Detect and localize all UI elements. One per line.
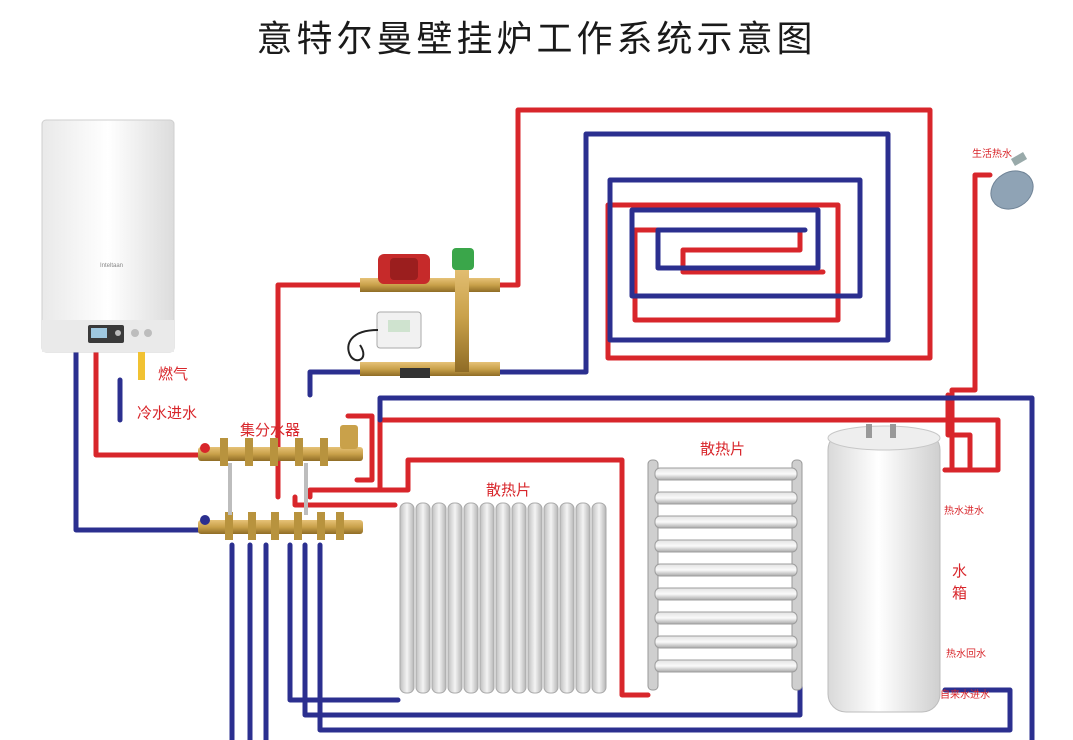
tank-label-1: 水 (952, 562, 968, 580)
hot-water-tank (827, 424, 941, 713)
hot-water-return-label: 热水回水 (946, 649, 986, 660)
diagram-title: 意特尔曼壁挂炉工作系统示意图 (256, 19, 817, 60)
supply-pipe-tank (327, 417, 1001, 493)
air-vent (340, 425, 358, 449)
manifold-valve-blue (200, 515, 210, 525)
hot-water-inlet-label: 热水进水 (944, 506, 984, 517)
return-pipe-floor-loop (307, 131, 891, 398)
radiator-2-label: 散热片 (700, 440, 746, 458)
boiler-knob (131, 329, 139, 337)
gas-pipe (138, 352, 145, 380)
boiler-brand: Inteltaan (100, 263, 123, 269)
return-pipe-boiler (73, 349, 208, 533)
supply-pipe-radiator-2 (307, 457, 651, 698)
supply-pipe-loop-return (345, 413, 375, 483)
manifold-lower (198, 463, 363, 540)
thermostatic-valve (452, 248, 474, 270)
manifold-valve-red (200, 443, 210, 453)
column-radiator (399, 502, 607, 694)
supply-pipe-shower (949, 172, 993, 473)
return-pipes (73, 131, 1035, 740)
towel-radiator (647, 459, 803, 691)
return-pipe-top (377, 395, 1035, 740)
tap-water-inlet-label: 自来水进水 (940, 690, 990, 701)
radiator-1-label: 散热片 (486, 481, 532, 499)
domestic-hot-water-label: 生活热水 (972, 149, 1012, 160)
supply-pipe-boiler (93, 349, 208, 458)
return-pipe-radiator-1 (287, 542, 401, 703)
return-pipe-tank (317, 542, 1013, 733)
cold-inlet-label: 冷水进水 (137, 404, 198, 422)
manifold-upper (198, 425, 363, 466)
shower-head (990, 152, 1034, 210)
mixing-pump-unit (347, 248, 500, 378)
tank-label-2: 箱 (952, 584, 968, 602)
supply-pipe-floor-feed (275, 282, 363, 500)
supply-pipes (93, 107, 1001, 698)
return-pipe-radiator-2 (302, 542, 803, 718)
wall-boiler: Inteltaan (41, 119, 175, 380)
supply-pipe-radiator-1 (292, 494, 398, 508)
gas-label: 燃气 (158, 365, 189, 383)
manifold-label: 集分水器 (240, 421, 301, 439)
supply-pipe-hot-return (942, 392, 973, 473)
supply-pipe-floor-loop (497, 107, 933, 361)
